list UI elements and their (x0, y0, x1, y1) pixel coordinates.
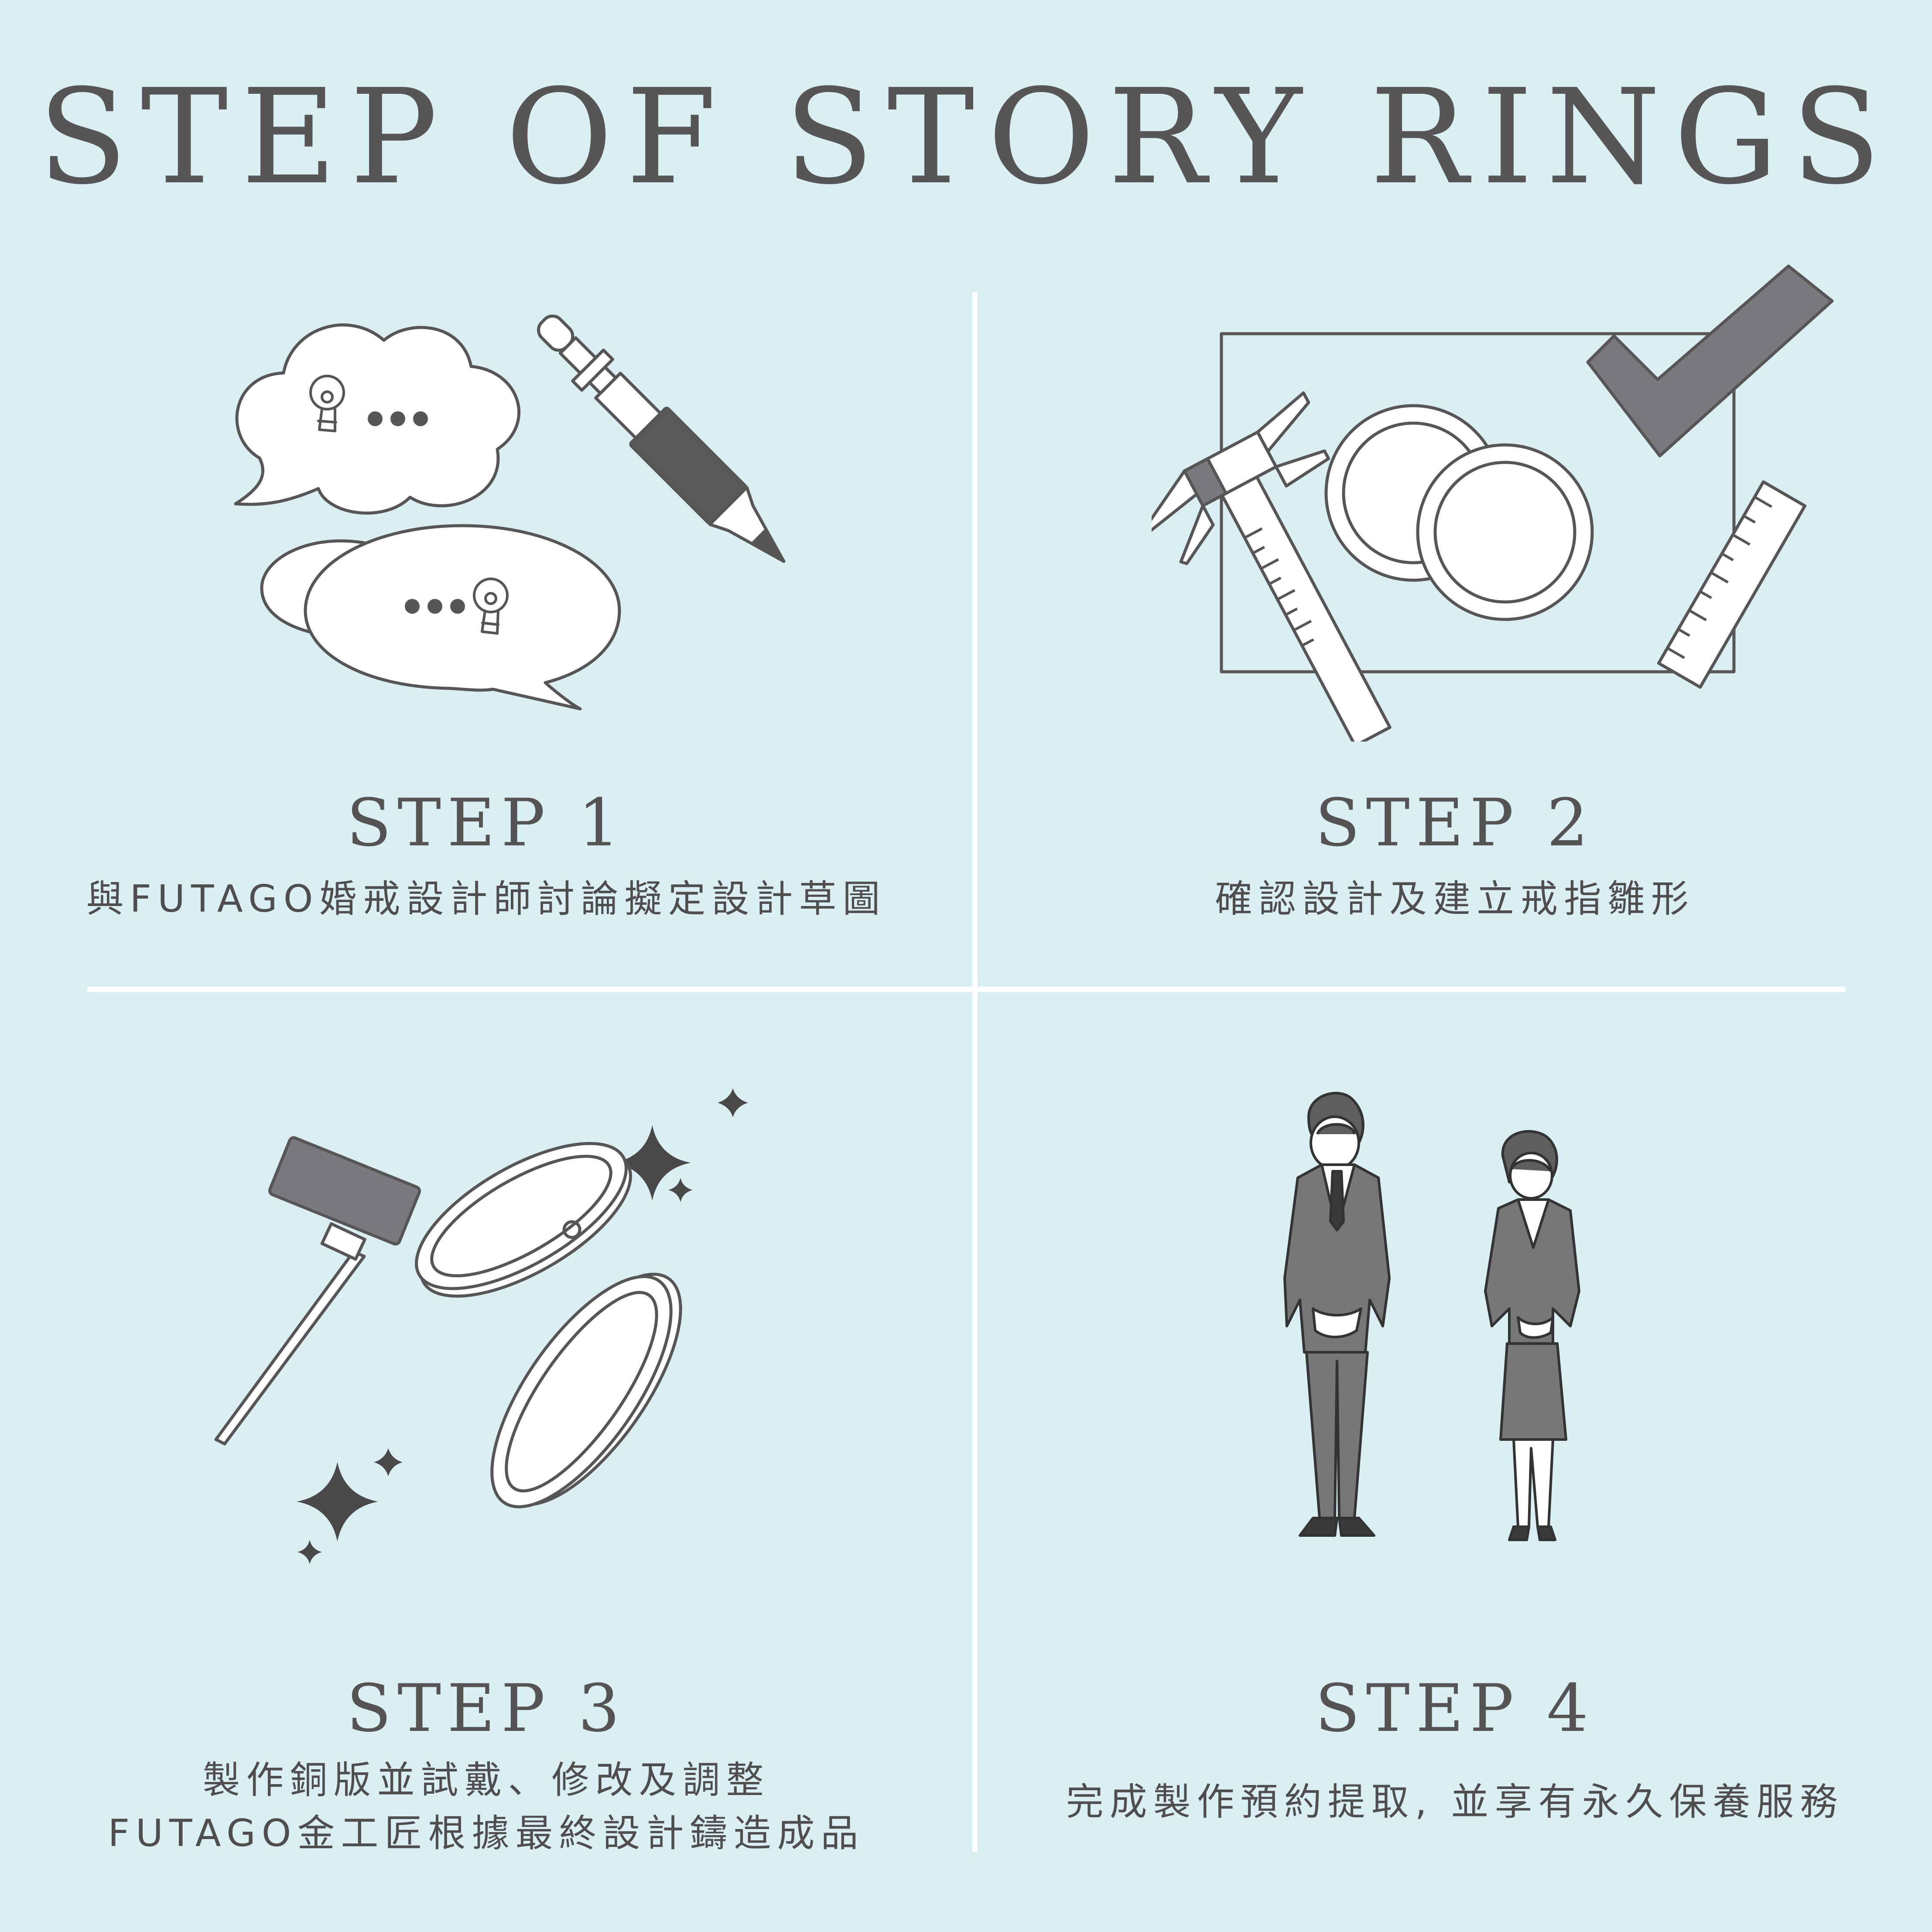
step-2-label: STEP 2 (1315, 785, 1595, 861)
blueprint-paper (1220, 332, 1736, 674)
step-4-label: STEP 4 (1315, 1671, 1595, 1747)
lightbulb-icon (309, 375, 345, 432)
hammer-rings-sparkles-illustration (214, 1088, 748, 1564)
ring-icon (490, 1272, 682, 1508)
step-2-line-1: 確認設計及建立戒指雛形 (1215, 877, 1695, 921)
step-2-description: 確認設計及建立戒指雛形 (978, 872, 1932, 926)
ruler-icon (1657, 480, 1807, 689)
rings-icon (1324, 404, 1594, 621)
ring-icon (415, 1142, 632, 1298)
speech-bubble-large-icon (304, 524, 621, 711)
pen-icon (537, 315, 786, 563)
bowing-staff-illustration (1283, 1091, 1580, 1541)
bowing-woman-icon (1484, 1130, 1580, 1541)
hammer-icon (214, 1136, 421, 1446)
horizontal-divider (87, 987, 1845, 992)
rings-caliper-blueprint-illustration (1152, 264, 1834, 742)
checkmark-icon (1586, 264, 1834, 458)
sparkle-icon (297, 1088, 748, 1564)
step-1-line-1: 與FUTAGO婚戒設計師討論擬定設計草圖 (86, 877, 886, 921)
ellipsis-icon (368, 411, 428, 426)
step-4-line-1: 完成製作預約提取, 並享有永久保養服務 (1066, 1780, 1844, 1824)
caliper-icon (1152, 391, 1392, 742)
step-3-description: 製作銅版並試戴、修改及調整 FUTAGO金工匠根據最終設計鑄造成品 (0, 1754, 972, 1860)
page-title: STEP OF STORY RINGS (38, 61, 1894, 213)
step-3-line-1: 製作銅版並試戴、修改及調整 (202, 1758, 770, 1802)
step-1-description: 與FUTAGO婚戒設計師討論擬定設計草圖 (0, 872, 972, 926)
step-1-label: STEP 1 (346, 785, 626, 861)
ellipsis-icon (405, 599, 465, 614)
speech-bubbles-pen-illustration (234, 315, 786, 711)
lightbulb-icon (473, 578, 509, 635)
bowing-man-icon (1283, 1091, 1391, 1537)
vertical-divider (972, 292, 978, 1852)
step-3-line-2: FUTAGO金工匠根據最終設計鑄造成品 (108, 1812, 865, 1855)
step-4-description: 完成製作預約提取, 並享有永久保養服務 (978, 1775, 1932, 1829)
step-3-label: STEP 3 (346, 1671, 626, 1747)
